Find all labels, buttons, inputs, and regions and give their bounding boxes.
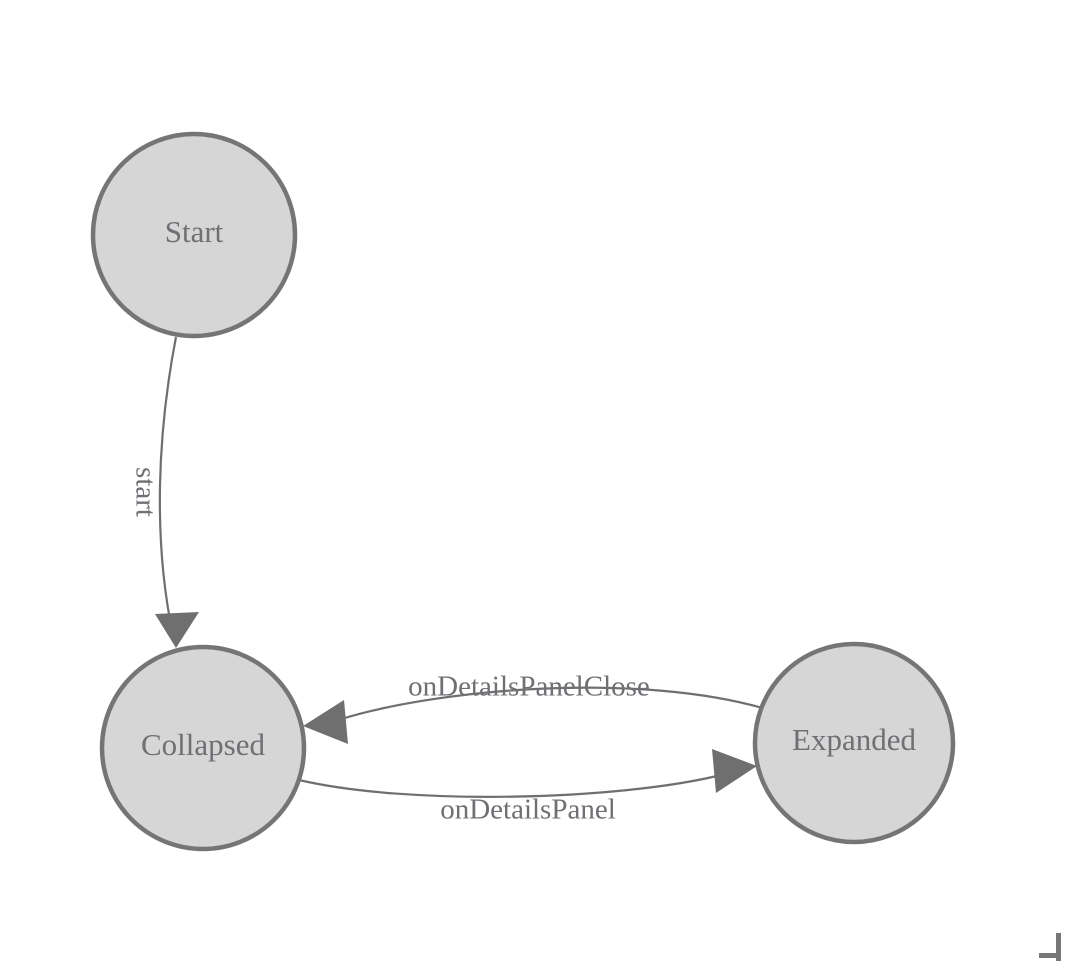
edge-path	[337, 686, 767, 722]
edge-label-on-details-panel-close: onDetailsPanelClose	[408, 671, 650, 703]
corner-resize-mark[interactable]	[1039, 933, 1061, 961]
edge-path	[298, 773, 722, 798]
state-node-start[interactable]: Start	[90, 131, 298, 339]
arrowhead-icon	[712, 749, 757, 793]
state-node-circle	[90, 131, 298, 339]
state-node-collapsed[interactable]: Collapsed	[99, 644, 307, 852]
edge-label-on-details-panel: onDetailsPanel	[440, 794, 616, 826]
state-node-label: Expanded	[792, 722, 916, 757]
edge-collapsed-to-expanded[interactable]: onDetailsPanel	[298, 749, 757, 826]
arrowhead-icon	[303, 700, 348, 744]
nodes-layer: Start Collapsed Expanded	[90, 131, 956, 852]
edge-label-start: start	[129, 467, 161, 517]
edge-expanded-to-collapsed[interactable]: onDetailsPanelClose	[303, 671, 767, 744]
edge-start-to-collapsed[interactable]: start	[129, 336, 199, 648]
state-node-expanded[interactable]: Expanded	[752, 641, 956, 845]
corner-mark-horizontal	[1039, 953, 1061, 958]
arrowhead-icon	[155, 612, 199, 648]
state-node-circle	[752, 641, 956, 845]
state-node-circle	[99, 644, 307, 852]
edges-layer: start onDetailsPanelClose onDetailsPanel	[129, 336, 767, 826]
state-node-label: Collapsed	[141, 727, 265, 762]
edge-path	[158, 336, 178, 641]
corner-mark-vertical	[1056, 933, 1061, 961]
state-node-label: Start	[165, 214, 224, 249]
